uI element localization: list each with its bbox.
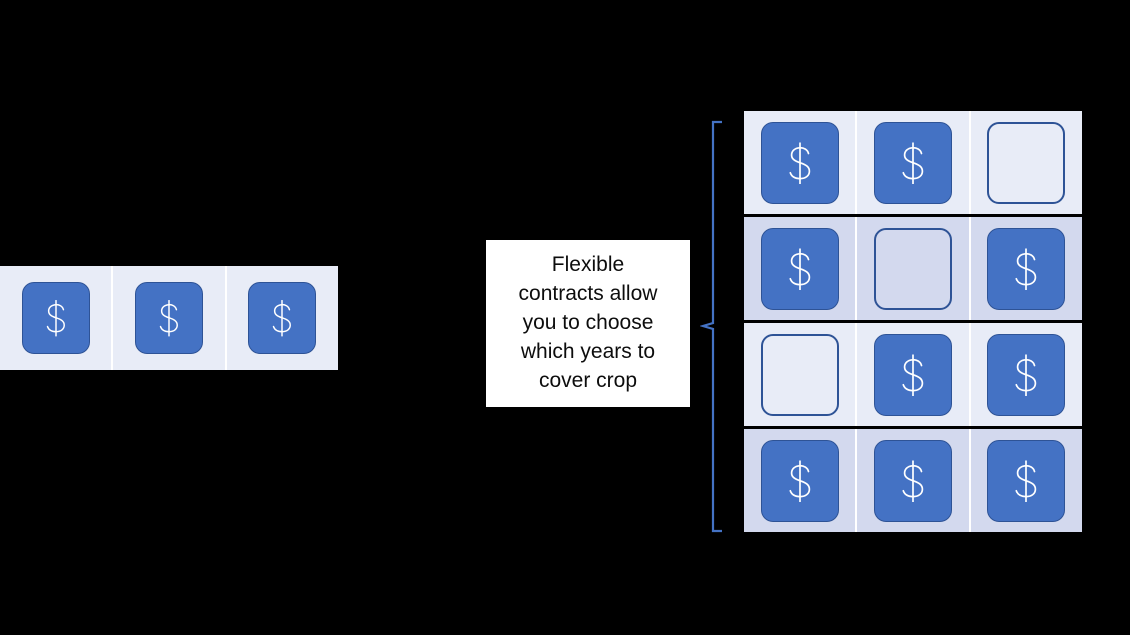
payment-chip[interactable] [874, 121, 952, 204]
chip-slot [134, 282, 203, 354]
payment-chip[interactable] [760, 121, 839, 204]
column-divider [968, 429, 971, 532]
grid-cell[interactable] [987, 121, 1066, 204]
callout-textbox: Flexible contracts allow you to choose w… [485, 239, 691, 408]
dollar-sign-icon [1002, 457, 1050, 505]
empty-slot[interactable] [760, 333, 839, 416]
grid-row [744, 323, 1082, 426]
grid-cell[interactable] [874, 227, 952, 310]
column-divider [855, 217, 858, 320]
grid-row [744, 111, 1082, 214]
chip-slot [21, 282, 90, 354]
grid-row [744, 429, 1082, 532]
dollar-sign-icon [261, 297, 303, 339]
grid-row [744, 217, 1082, 320]
row-divider [744, 214, 1082, 217]
column-divider [855, 111, 858, 214]
strip-cell[interactable] [226, 266, 338, 370]
left-contract-strip [0, 266, 338, 370]
grid-grouping-bracket [699, 120, 728, 535]
row-divider [744, 426, 1082, 429]
dollar-sign-icon [148, 297, 190, 339]
payment-chip[interactable] [134, 282, 203, 354]
strip-cell[interactable] [0, 266, 112, 370]
row-divider [744, 320, 1082, 323]
dollar-sign-icon [889, 457, 937, 505]
empty-slot[interactable] [987, 121, 1066, 204]
grid-cell[interactable] [987, 439, 1066, 522]
column-divider [855, 429, 858, 532]
grid-cell[interactable] [874, 121, 952, 204]
column-divider [968, 111, 971, 214]
grid-cell[interactable] [987, 333, 1066, 416]
payment-chip[interactable] [760, 439, 839, 522]
payment-chip[interactable] [874, 439, 952, 522]
grid-cell[interactable] [874, 333, 952, 416]
dollar-sign-icon [889, 351, 937, 399]
grid-cell[interactable] [760, 439, 839, 522]
dollar-sign-icon [35, 297, 77, 339]
payment-chip[interactable] [874, 333, 952, 416]
grid-cell[interactable] [987, 227, 1066, 310]
grid-cell[interactable] [760, 121, 839, 204]
grid-cell[interactable] [874, 439, 952, 522]
dollar-sign-icon [776, 139, 824, 187]
payment-chip[interactable] [987, 227, 1066, 310]
payment-chip[interactable] [248, 282, 317, 354]
dollar-sign-icon [1002, 351, 1050, 399]
column-divider [855, 323, 858, 426]
strip-cell[interactable] [113, 266, 225, 370]
chip-slot [248, 282, 317, 354]
dollar-sign-icon [889, 139, 937, 187]
column-divider [968, 323, 971, 426]
dollar-sign-icon [776, 457, 824, 505]
dollar-sign-icon [1002, 245, 1050, 293]
grid-cell[interactable] [760, 227, 839, 310]
payment-chip[interactable] [21, 282, 90, 354]
payment-chip[interactable] [760, 227, 839, 310]
payment-chip[interactable] [987, 439, 1066, 522]
column-divider [968, 217, 971, 320]
callout-text: Flexible contracts allow you to choose w… [518, 253, 658, 392]
right-contract-grid [744, 111, 1082, 532]
dollar-sign-icon [776, 245, 824, 293]
grid-cell[interactable] [760, 333, 839, 416]
payment-chip[interactable] [987, 333, 1066, 416]
empty-slot[interactable] [874, 227, 952, 310]
